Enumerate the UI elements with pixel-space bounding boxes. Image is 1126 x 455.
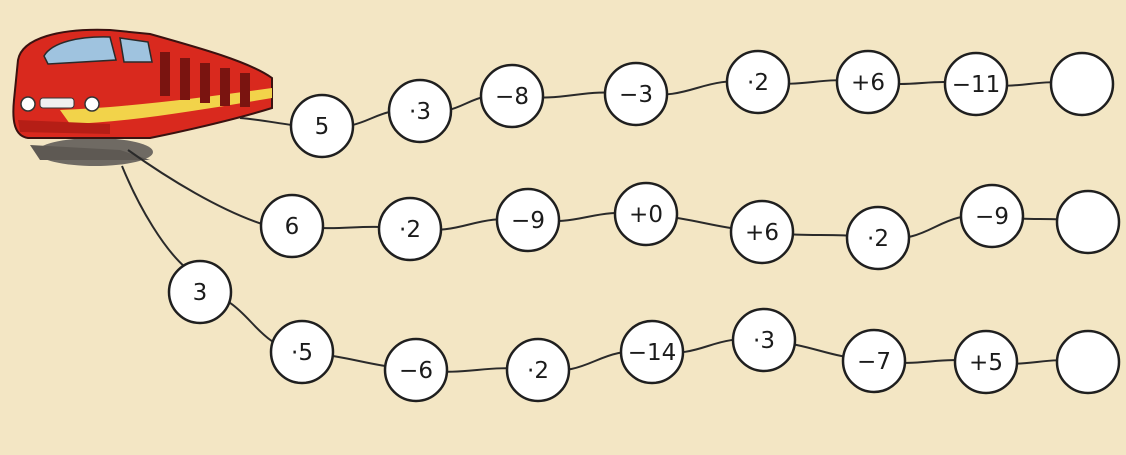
node-label: −7 [857, 349, 891, 375]
node-label: +6 [851, 70, 885, 96]
chain-bottom-answer-node[interactable] [1057, 331, 1119, 393]
node-label: ·2 [527, 358, 549, 384]
node-label: ·2 [747, 70, 769, 96]
chain-middle-node: −9 [961, 185, 1023, 247]
chain-bottom-node: ·5 [271, 321, 333, 383]
node-label: −11 [952, 72, 1001, 98]
chain-bottom-node: −7 [843, 330, 905, 392]
chain-bottom-node: −6 [385, 339, 447, 401]
chain-middle-node: 6 [261, 195, 323, 257]
chain-top-node: 5 [291, 95, 353, 157]
chain-middle-node: −9 [497, 189, 559, 251]
node-label: −3 [619, 82, 653, 108]
node-label: ·2 [867, 226, 889, 252]
chain-bottom-node: −14 [621, 321, 683, 383]
chain-bottom-node: ·3 [733, 309, 795, 371]
chain-middle-node: ·2 [847, 207, 909, 269]
chain-middle-node: +0 [615, 183, 677, 245]
chain-middle-node: +6 [731, 201, 793, 263]
chain-top-node: ·3 [389, 80, 451, 142]
node-label: 6 [285, 214, 300, 240]
chain-top-node: +6 [837, 51, 899, 113]
node-label: −9 [511, 208, 545, 234]
chain-middle-answer-node[interactable] [1057, 191, 1119, 253]
node-label: 5 [315, 114, 330, 140]
chain-middle-node: ·2 [379, 198, 441, 260]
node-label: −9 [975, 204, 1009, 230]
node-label: ·5 [291, 340, 313, 366]
node-label: +5 [969, 350, 1003, 376]
chain-top-node: ·2 [727, 51, 789, 113]
node-label: ·2 [399, 217, 421, 243]
node-label: −14 [628, 340, 677, 366]
node-label: −6 [399, 358, 433, 384]
answer-circle[interactable] [1057, 331, 1119, 393]
answer-circle[interactable] [1057, 191, 1119, 253]
answer-circle[interactable] [1051, 53, 1113, 115]
chain-bottom-node: 3 [169, 261, 231, 323]
chain-bottom-node: ·2 [507, 339, 569, 401]
chain-bottom-node: +5 [955, 331, 1017, 393]
node-label: ·3 [409, 99, 431, 125]
node-label: +6 [745, 220, 779, 246]
node-label: −8 [495, 84, 529, 110]
chain-top-node: −3 [605, 63, 667, 125]
chain-top-answer-node[interactable] [1051, 53, 1113, 115]
node-label: +0 [629, 202, 663, 228]
node-label: ·3 [753, 328, 775, 354]
chain-top-node: −11 [945, 53, 1007, 115]
chain-top-node: −8 [481, 65, 543, 127]
node-label: 3 [193, 280, 208, 306]
